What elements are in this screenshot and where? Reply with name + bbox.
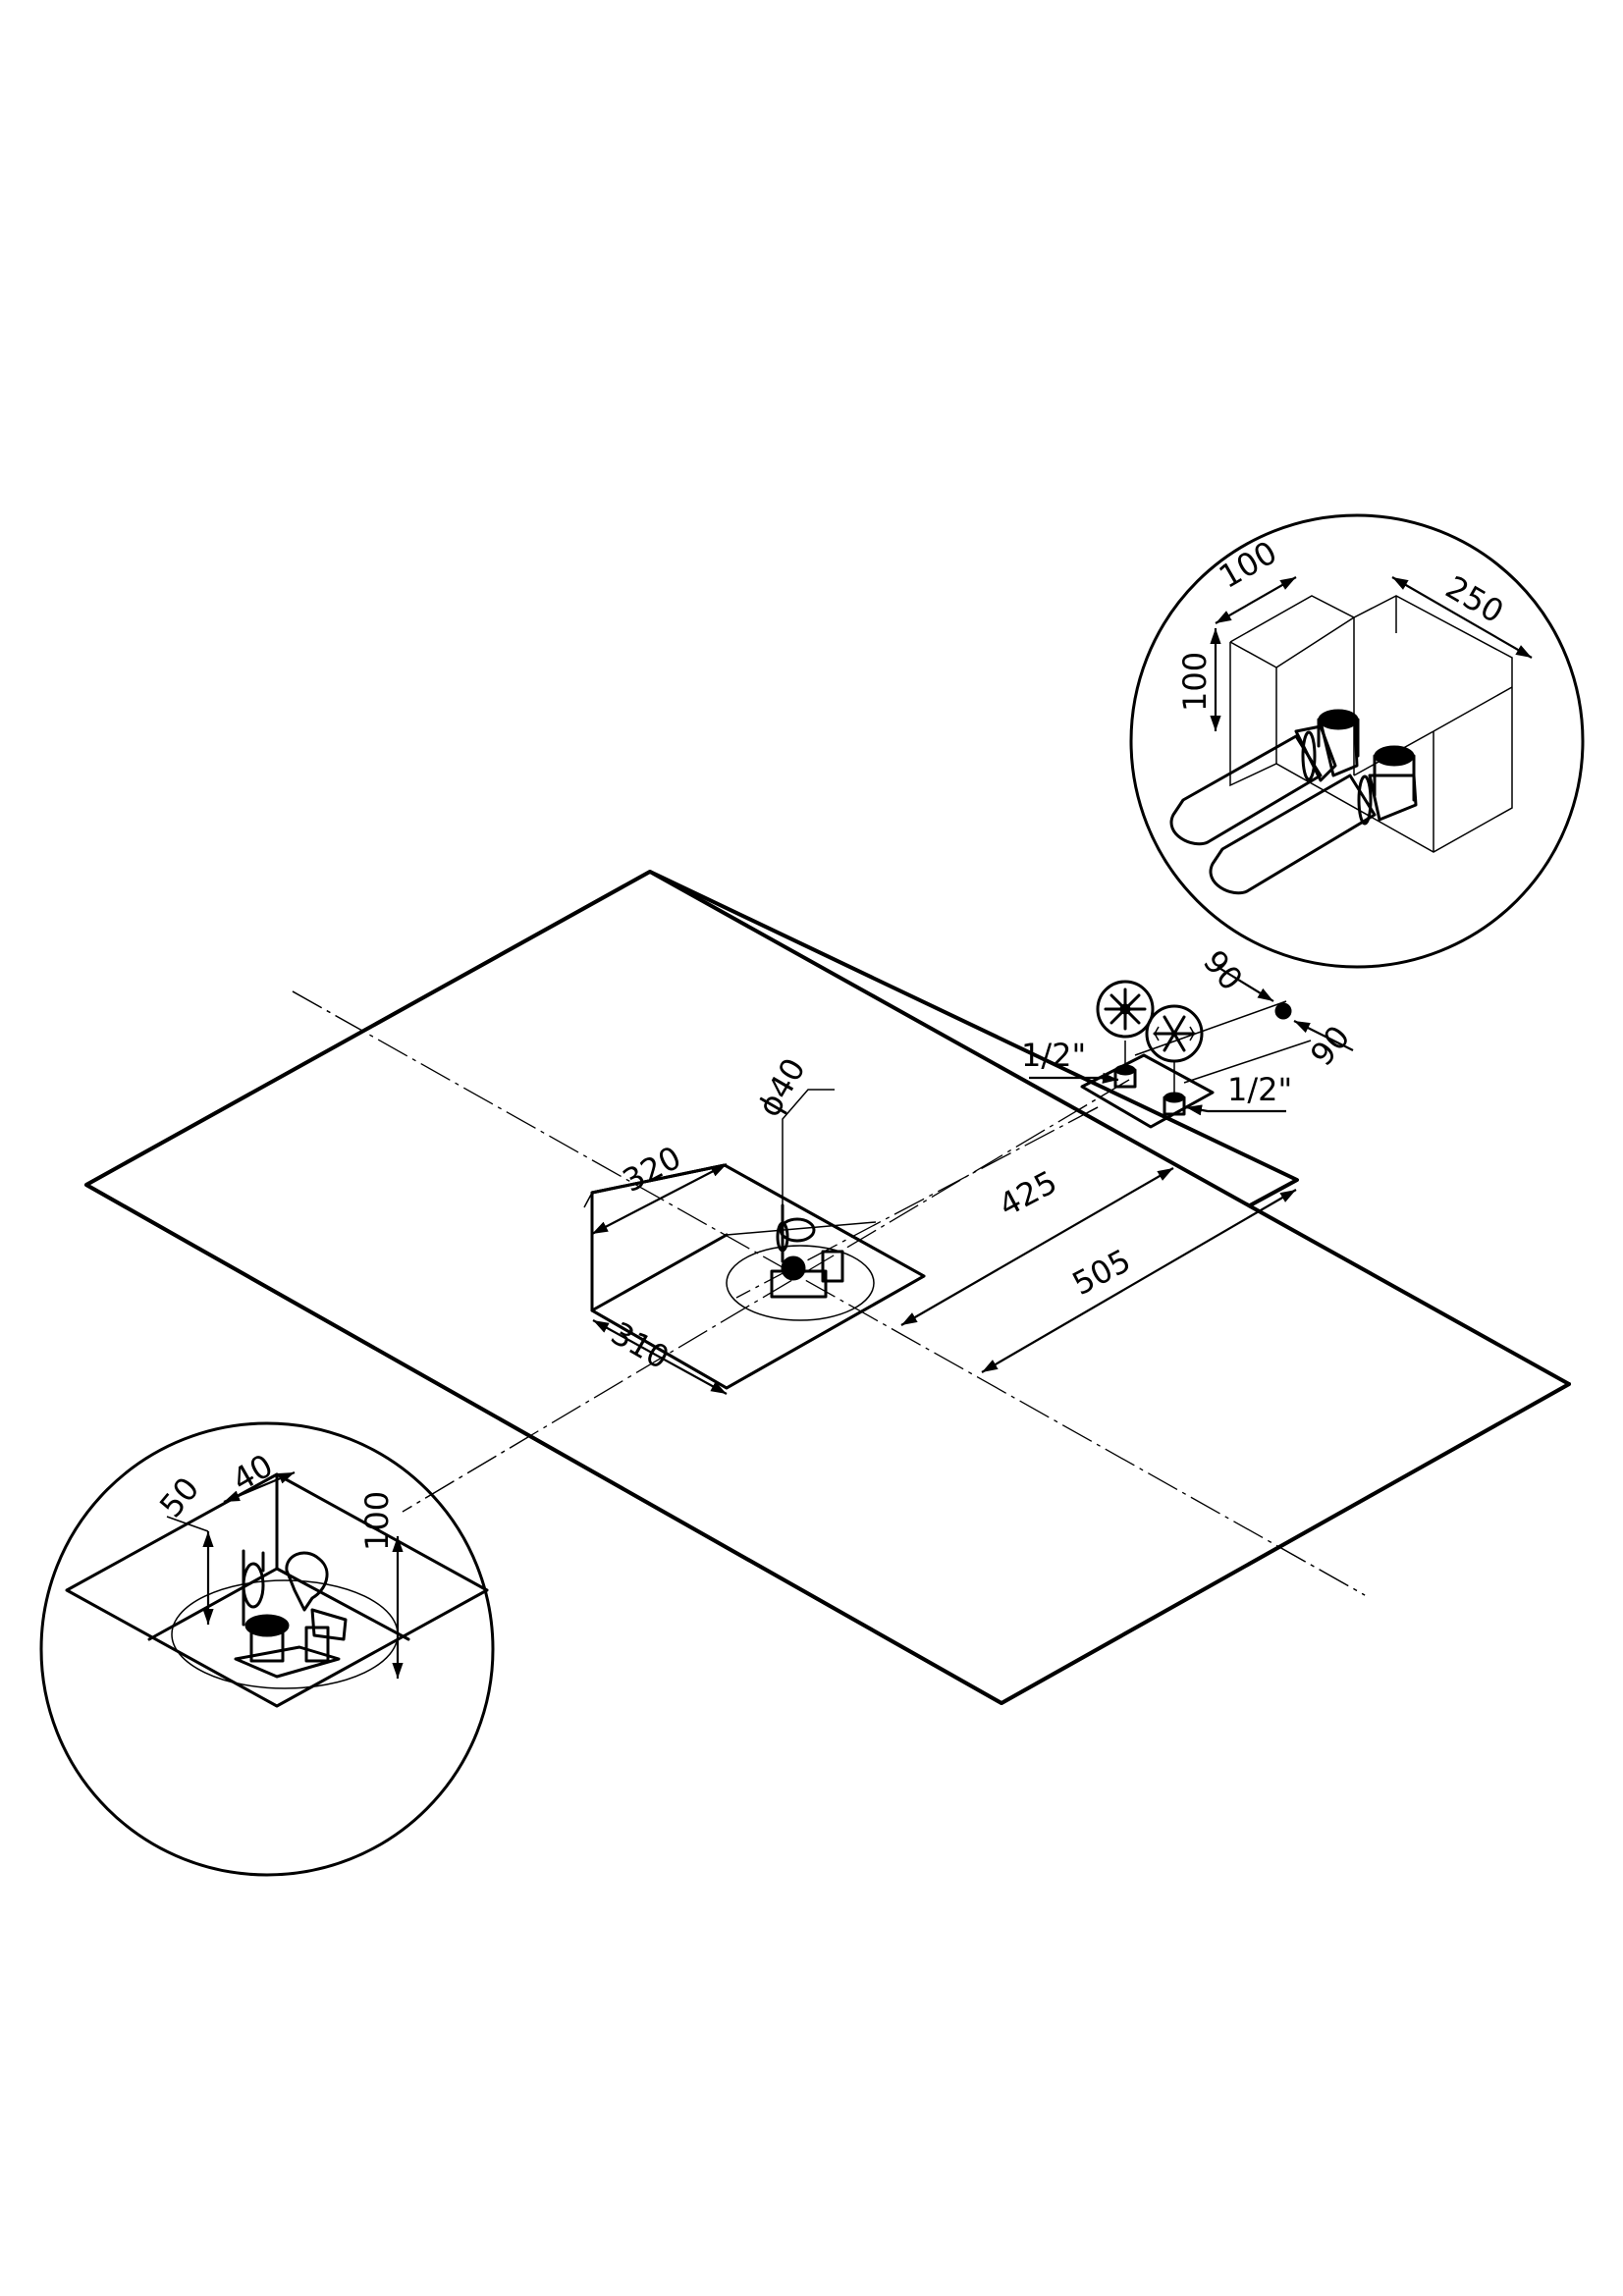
detail-pipes-width-label: 250 <box>1439 568 1510 630</box>
detail-drain-height-label: 100 <box>358 1491 396 1551</box>
dimension-label-90a: 90 <box>1196 943 1250 998</box>
pipe-size-label-hot: 1/2" <box>1021 1037 1086 1074</box>
pipe-elbow-2 <box>1209 745 1418 895</box>
drain-recess <box>590 1163 926 1390</box>
drain-fitting <box>770 1203 844 1299</box>
hot-valve <box>1113 1041 1137 1089</box>
detail-drain: 50 40 100 <box>39 1421 495 1877</box>
detail-drain-offset-b-label: 40 <box>226 1447 279 1499</box>
detail-drain-fitting <box>234 1549 348 1679</box>
pipe-elbow-1 <box>1169 709 1360 846</box>
dimension-label-90b: 90 <box>1303 1019 1357 1074</box>
supply-valve-plate: 90 90 1/2" 1/2" <box>1021 943 1357 1129</box>
detail-pipes-height-label: 100 <box>1176 652 1214 712</box>
sun-icon <box>1096 980 1155 1039</box>
pipe-size-label-cold: 1/2" <box>1227 1071 1292 1108</box>
detail-pipes: 100 100 250 <box>1129 513 1585 969</box>
floor-slab <box>84 870 1571 1705</box>
detail-pipes-depth-label: 100 <box>1213 533 1283 595</box>
cold-valve <box>1163 1060 1186 1116</box>
snowflake-icon <box>1145 1004 1204 1063</box>
